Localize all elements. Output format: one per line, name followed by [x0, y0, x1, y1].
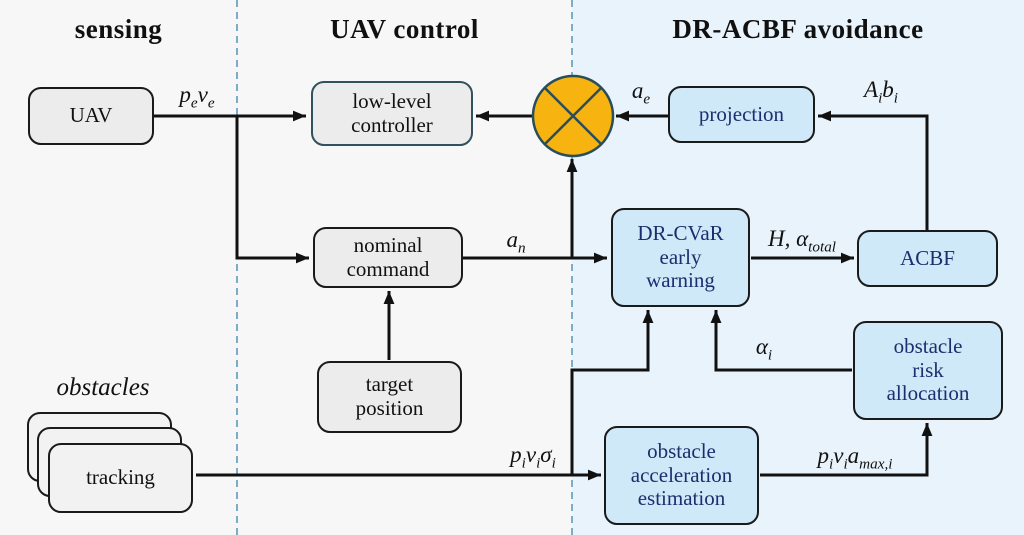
label-pi-vi-sigma-i: piviσi [510, 442, 556, 472]
connector-uav-to-nominal-command [235, 116, 309, 264]
label-H-alpha-total: H, αtotal [767, 226, 837, 256]
label-a-e: ae [631, 78, 651, 108]
obstacles-caption: obstacles [56, 374, 150, 401]
label-a-n: an [506, 227, 526, 257]
node-obstacle-acceleration-estimation: obstacle acceleration estimation [604, 426, 759, 525]
label-pi-vi-a-max-i: piviamax,i [817, 443, 893, 473]
connector-acbf-to-projection [818, 110, 929, 230]
section-title-uav-control: UAV control [330, 14, 479, 44]
multiply-junction-icon [531, 74, 615, 158]
connector-tracking-to-drcvar [570, 310, 654, 475]
node-uav: UAV [28, 87, 154, 145]
node-projection: projection [668, 86, 815, 143]
node-acbf: ACBF [857, 230, 998, 287]
node-nominal-command: nominal command [313, 227, 463, 288]
section-title-dr-acbf-avoidance: DR-ACBF avoidance [672, 14, 924, 44]
label-Ai-bi: Aibi [864, 77, 898, 107]
connector-risk-to-drcvar [710, 310, 852, 372]
node-low-level-controller: low-level controller [311, 81, 473, 146]
node-dr-cvar-early-warning: DR-CVaR early warning [611, 208, 750, 307]
label-alpha-i: αi [755, 334, 773, 364]
label-pe-ve: peve [179, 82, 215, 112]
node-obstacle-risk-allocation: obstacle risk allocation [853, 321, 1003, 420]
node-target-position: target position [317, 361, 462, 433]
connector-estimation-to-risk [760, 423, 933, 477]
section-title-sensing: sensing [74, 14, 163, 44]
node-tracking: tracking [48, 443, 193, 513]
